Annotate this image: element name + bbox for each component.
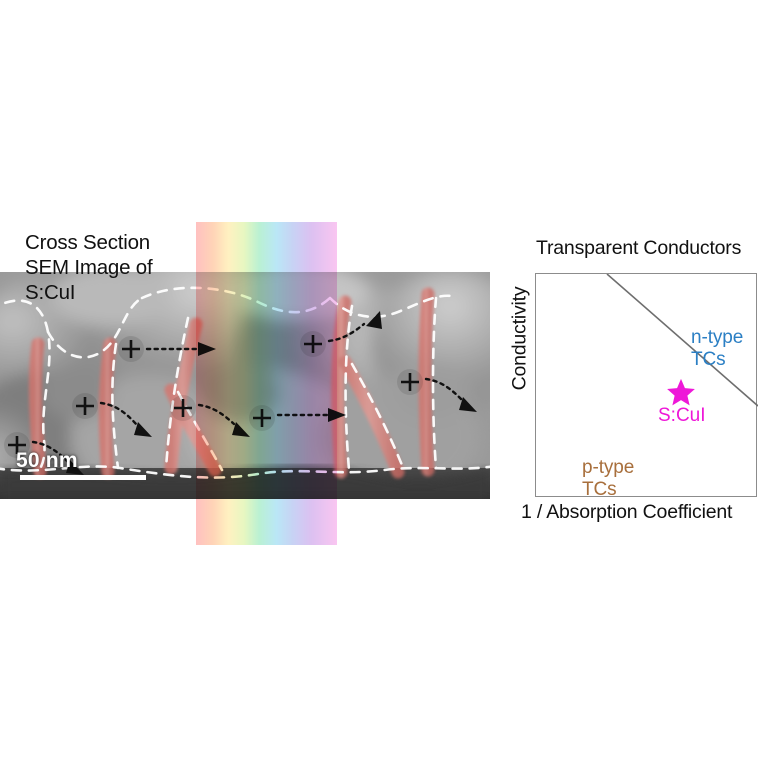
grain-outline-8 [344, 304, 354, 472]
carrier-marker [118, 336, 144, 362]
conduction-path-3 [164, 317, 203, 475]
sem-caption: Cross Section SEM Image of S:CuI [25, 231, 153, 304]
s-cui-label: S:CuI [658, 405, 706, 426]
grain-outline-5 [164, 316, 190, 470]
performance-limit-line [606, 274, 758, 407]
y-axis-label: Conductivity [508, 286, 531, 391]
plot-title: Transparent Conductors [536, 237, 742, 259]
x-axis-label: 1 / Absorption Coefficient [521, 501, 733, 523]
s-cui-star-marker[interactable] [666, 377, 696, 407]
carrier-marker [72, 393, 98, 419]
sem-micrograph-panel: Cross Section SEM Image of S:CuI 50 nm [0, 231, 490, 499]
plot-svg [606, 274, 758, 407]
grain-outline-7 [328, 294, 454, 319]
scale-bar-line [20, 475, 146, 480]
conduction-path-1 [28, 337, 47, 479]
grain-outline-2 [46, 296, 144, 359]
plot-box: n-type TCs p-type TCs S:CuI [535, 273, 758, 500]
n-type-region-label: n-type TCs [691, 327, 744, 370]
conduction-path-2 [98, 337, 117, 479]
conduction-path-5 [331, 295, 352, 479]
p-type-region-label: p-type TCs [582, 457, 635, 500]
grain-outline-1 [0, 299, 51, 474]
carrier-marker [300, 331, 326, 357]
carrier-marker [249, 405, 275, 431]
grain-outline-9 [350, 362, 406, 472]
grain-outline-10 [431, 296, 438, 470]
conduction-path-7 [418, 287, 435, 477]
conduction-path-6 [338, 355, 405, 479]
grain-outline-3 [111, 342, 120, 470]
scale-bar-label: 50 nm [16, 449, 78, 472]
carrier-marker [170, 395, 196, 421]
transparent-conductors-plot: Transparent Conductors Conductivity n-ty… [500, 232, 768, 523]
carrier-marker [4, 432, 30, 458]
carrier-marker [397, 369, 423, 395]
scale-bar: 50 nm [16, 450, 146, 480]
